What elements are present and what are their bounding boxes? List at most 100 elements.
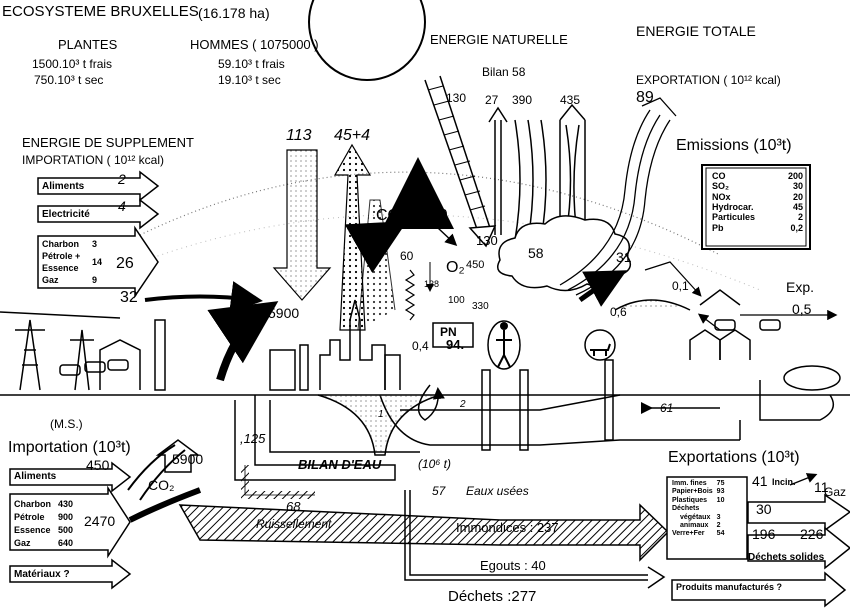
ms-fuel-essence: Essence [14, 525, 51, 535]
fuel-essence: Essence [42, 263, 79, 273]
ms-label: (M.S.) [50, 417, 83, 431]
city-5900: 5900 [268, 305, 300, 321]
value-0-1: 0,1 [672, 279, 689, 293]
water-heading: BILAN D'EAU [298, 457, 382, 472]
fuel-charbon-value: 3 [92, 239, 98, 249]
fuel-charbon: Charbon [42, 239, 79, 249]
ms-import-heading: Importation (10³t) [8, 439, 131, 456]
export-196: 196 [752, 526, 776, 542]
immondices-label: Immondices : 237 [456, 520, 559, 535]
value-61: 61 [660, 401, 674, 415]
export-heat-arrow [559, 97, 677, 296]
import-arrows [37, 170, 160, 299]
sun [308, 0, 426, 81]
export-arrows [671, 493, 850, 608]
solid-waste-label: Déchets solides [748, 552, 825, 563]
ms-fuel-gaz: Gaz [14, 538, 31, 548]
value-2: 2 [460, 399, 466, 410]
flow-27: 27 [485, 93, 499, 107]
export-30: 30 [756, 501, 772, 517]
runoff-label: Ruissellement [256, 517, 332, 531]
exports-heading: Exportations (10³t) [668, 449, 800, 466]
ms-fuel-gaz-value: 640 [58, 538, 74, 548]
plants-dry: 750.10³ t sec [34, 73, 104, 87]
ms-fuel-charbon-value: 430 [58, 499, 74, 509]
plants-heading: PLANTES [58, 37, 118, 52]
supplement-import-heading: IMPORTATION ( 10¹² kcal) [22, 153, 165, 167]
value-330: 330 [472, 301, 489, 312]
electricite-label: Electricité [42, 209, 90, 220]
gas-value: 11 [814, 479, 829, 495]
exp-value: 0,5 [792, 301, 812, 317]
humans-heading: HOMMES ( 1075000 ) [190, 37, 319, 52]
value-125: ,125 [240, 431, 266, 446]
up-113: 113 [286, 127, 312, 144]
refuse-arrow [178, 503, 670, 562]
total-energy-heading: ENERGIE TOTALE [636, 23, 756, 39]
incin-label: Incin. [772, 477, 796, 487]
aliments-label: Aliments [42, 181, 85, 192]
humans-dry: 19.10³ t sec [218, 73, 281, 87]
egouts-label: Egouts : 40 [480, 558, 546, 573]
emission-row: Hydrocar.45 [712, 202, 804, 213]
supplement-heat-arrow [272, 149, 332, 301]
exp-label: Exp. [786, 279, 815, 295]
pn-value: 94. [446, 337, 465, 352]
balance-label: Bilan 58 [482, 65, 526, 79]
supplement-heading: ENERGIE DE SUPPLEMENT [22, 135, 194, 150]
ms-fuel-essence-value: 500 [58, 525, 74, 535]
ms-fuel-petrole: Pétrole [14, 512, 45, 522]
supplement-sum: 32 [120, 289, 138, 306]
fuel-petrole-value: 14 [92, 257, 103, 267]
fuel-gaz-value: 9 [92, 275, 98, 285]
solar-radiation-arrow [424, 75, 497, 248]
area: (16.178 ha) [198, 5, 270, 21]
water-unit: (10⁶ t) [418, 457, 451, 471]
value-1: 1 [378, 409, 384, 420]
export-89: 89 [636, 89, 654, 106]
waste-water-value: 57 [432, 484, 446, 498]
emissions-heading: Emissions (10³t) [676, 137, 792, 154]
value-0-6: 0,6 [610, 305, 627, 319]
fuel-petrole: Pétrole + [42, 251, 81, 261]
return-130: 130 [476, 233, 498, 248]
ms-fuel-charbon: Charbon [14, 499, 51, 509]
aliments-value: 2 [118, 171, 126, 187]
fuel-combustion-arrow [207, 301, 279, 382]
value-138: 138 [424, 279, 440, 289]
ms-fuel-total: 2470 [84, 513, 116, 529]
flow-435: 435 [560, 93, 581, 107]
ms-co2-value: 5900 [172, 451, 204, 467]
diagram-title: ECOSYSTEME BRUXELLES [2, 3, 199, 20]
ms-fuel-petrole-value: 900 [58, 512, 74, 522]
products-label: Produits manufacturés ? [676, 582, 783, 592]
value-450: 450 [466, 259, 485, 271]
co2-6350: 6350 [412, 207, 448, 224]
waste-water-label: Eaux usées [466, 484, 529, 498]
ms-co2-label: CO₂ [148, 477, 175, 493]
gas-label: Gaz [824, 485, 847, 499]
incin-value: 41 [752, 473, 768, 489]
fuel-gaz: Gaz [42, 275, 59, 285]
co2-label: CO₂ [376, 207, 407, 224]
ms-materials: Matériaux ? [14, 569, 70, 580]
up-45: 45+4 [334, 127, 371, 144]
ms-aliments-value: 450 [86, 457, 110, 473]
value-0-4: 0,4 [412, 339, 429, 353]
value-100: 100 [448, 295, 465, 306]
export-label: EXPORTATION ( 10¹² kcal) [636, 73, 781, 87]
water-network [234, 359, 835, 481]
fuel-total: 26 [116, 255, 134, 272]
